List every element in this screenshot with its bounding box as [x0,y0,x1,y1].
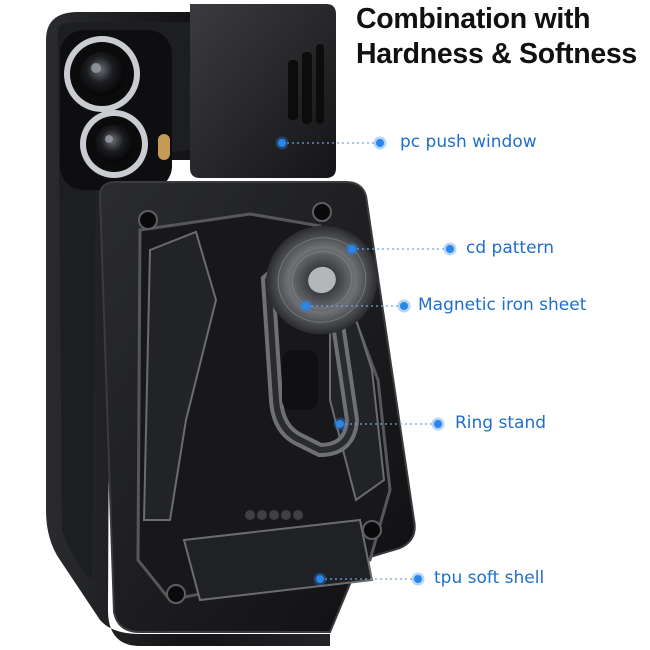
callout-dots [275,136,457,586]
callout-label-ring-stand: Ring stand [455,413,547,433]
headline-line-2: Hardness & Softness [356,38,637,70]
callout-label-cd-pattern: cd pattern [466,238,555,258]
callout-label-pc-push-window: pc push window [400,132,537,152]
callout-connectors [282,142,450,580]
cd-pattern-disc [266,225,378,335]
callout-label-tpu-soft-shell: tpu soft shell [434,568,545,588]
push-window-slider [190,4,336,178]
headline-line-1: Combination with [356,3,591,35]
camera-module [60,30,172,190]
headline: Combination with Hardness & Softness [356,2,646,72]
callout-label-magnetic-iron-sheet: Magnetic iron sheet [418,295,587,315]
